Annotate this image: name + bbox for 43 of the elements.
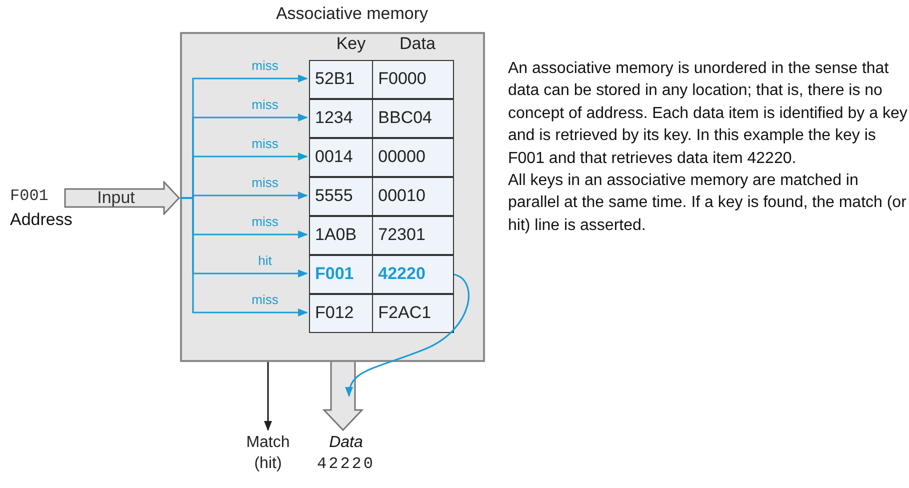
table-row	[309, 216, 454, 255]
table-row	[309, 138, 454, 177]
edge-label: miss	[250, 96, 280, 112]
arrow	[180, 197, 308, 316]
data-cell-text: 42220	[377, 263, 426, 285]
data-cell-text: F0000	[377, 68, 428, 90]
key-cell: 0014	[310, 139, 374, 176]
edge-label: miss	[250, 136, 280, 150]
data-cell-text: BBC04	[377, 107, 434, 129]
column-header: Data	[398, 34, 436, 54]
address-value: F001	[10, 187, 48, 205]
input-label: Input	[96, 188, 136, 208]
memory-title: Associative memory	[274, 4, 430, 24]
column-header: Key	[335, 34, 367, 54]
description-text: An associative memory is unordered in the sense that data can be stored in any location; that is, there is no concept of address. Each data item is identified by a key and is retrieved by its key. In this example the key is F001 and that retrieves data item 42220.	[508, 59, 908, 169]
table-row	[309, 99, 454, 138]
edge-label: miss	[250, 58, 280, 72]
address-label: Address	[10, 210, 72, 230]
table-row	[309, 177, 454, 216]
curved-arrow	[346, 274, 470, 397]
table-row	[309, 294, 454, 333]
data-cell-text: 00000	[377, 146, 426, 168]
table-row	[309, 60, 454, 99]
data-cell-text: 72301	[377, 224, 426, 246]
block-arrow	[322, 361, 364, 432]
key-cell: 1A0B	[310, 217, 374, 254]
key-cell: 52B1	[310, 61, 374, 98]
data-cell-text: 00010	[377, 185, 426, 207]
key-cell: 5555	[310, 178, 374, 215]
key-cell: F012	[310, 295, 374, 332]
key-cell: 1234	[310, 100, 374, 137]
output-label: Match (hit)	[232, 432, 304, 474]
edge-label: miss	[250, 292, 280, 306]
edge-label: miss	[250, 174, 280, 190]
data-cell-text: F2AC1	[377, 302, 432, 324]
edge-label: hit	[257, 252, 273, 268]
edge-label: miss	[250, 214, 280, 228]
description-text: All keys in an associative memory are matched in parallel at the same time. If a key is found, the match (or hit) line is asserted.	[508, 171, 908, 236]
output-label: Data	[328, 434, 364, 452]
key-cell: F001	[310, 256, 374, 293]
output-value: 42220	[316, 455, 376, 473]
arrow	[264, 362, 272, 431]
table-row	[309, 255, 454, 294]
